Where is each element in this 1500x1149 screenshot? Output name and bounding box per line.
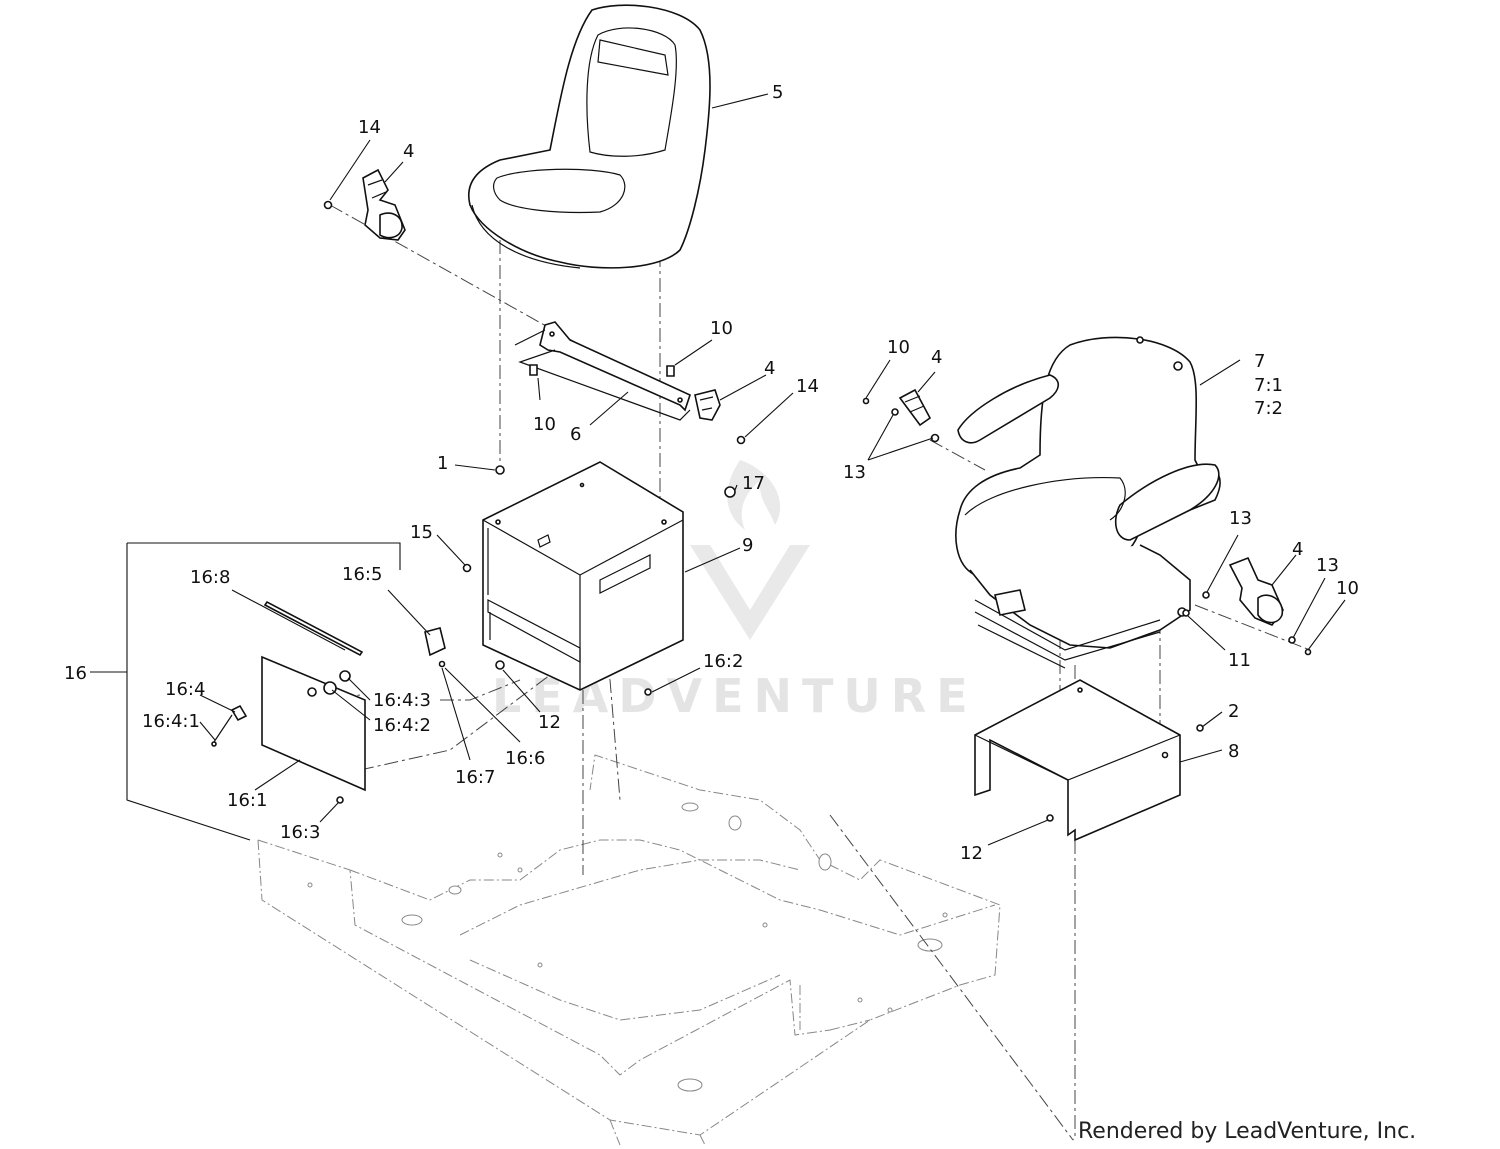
callout-6: 6 xyxy=(570,424,581,445)
callout-16-3: 16:3 xyxy=(280,822,320,843)
seat-belt-part-4-center[interactable] xyxy=(694,389,746,445)
callout-4-right-bottom: 4 xyxy=(1292,539,1303,560)
seat-belt-part-4-right-bottom[interactable] xyxy=(1182,556,1312,656)
callout-4-top-left: 4 xyxy=(403,141,414,162)
suspension-seat-part-7[interactable] xyxy=(955,336,1221,669)
seat-part-5[interactable] xyxy=(468,4,711,269)
callout-10-right-top: 10 xyxy=(887,337,910,358)
seat-belt-part-4-right-top[interactable] xyxy=(862,388,940,443)
seat-box-part-9[interactable] xyxy=(462,461,736,696)
callout-16-6: 16:6 xyxy=(505,748,545,769)
callout-9: 9 xyxy=(742,535,753,556)
callout-14-center: 14 xyxy=(796,376,819,397)
callout-2: 2 xyxy=(1228,701,1239,722)
callout-12-left: 12 xyxy=(538,712,561,733)
callout-17: 17 xyxy=(742,473,765,494)
seat-riser-part-8[interactable] xyxy=(974,679,1204,842)
callout-1: 1 xyxy=(437,453,448,474)
callout-7-2: 7:2 xyxy=(1254,398,1283,419)
callout-13-right-upper: 13 xyxy=(1229,508,1252,529)
callout-labels: 5 14 4 10 10 6 4 14 1 17 15 9 16:8 16:5 … xyxy=(64,82,1359,864)
callout-7: 7 xyxy=(1254,351,1265,372)
callout-15: 15 xyxy=(410,522,433,543)
callout-7-1: 7:1 xyxy=(1254,375,1283,396)
callout-16: 16 xyxy=(64,663,87,684)
callout-13-left: 13 xyxy=(843,462,866,483)
callout-12-right: 12 xyxy=(960,843,983,864)
callout-leaders xyxy=(90,93,1346,846)
seat-bracket-part-6[interactable] xyxy=(514,321,691,421)
callout-4-center: 4 xyxy=(764,358,775,379)
mower-frame xyxy=(257,754,1001,1146)
leadventure-logo-icon xyxy=(690,460,810,640)
callout-16-4-1: 16:4:1 xyxy=(142,711,200,732)
callout-16-7: 16:7 xyxy=(455,767,495,788)
seat-belt-part-4-left[interactable] xyxy=(323,168,406,241)
callout-10-bracket-right: 10 xyxy=(710,318,733,339)
callout-5: 5 xyxy=(772,82,783,103)
callout-10-right-bottom: 10 xyxy=(1336,578,1359,599)
render-credit: Rendered by LeadVenture, Inc. xyxy=(1078,1119,1416,1144)
callout-16-1: 16:1 xyxy=(227,790,267,811)
callout-10-bracket-left: 10 xyxy=(533,414,556,435)
callout-16-5: 16:5 xyxy=(342,564,382,585)
callout-16-4-3: 16:4:3 xyxy=(373,690,431,711)
callout-16-2: 16:2 xyxy=(703,651,743,672)
callout-16-4-2: 16:4:2 xyxy=(373,715,431,736)
callout-11: 11 xyxy=(1228,650,1251,671)
callout-16-4: 16:4 xyxy=(165,679,205,700)
callout-8: 8 xyxy=(1228,741,1239,762)
callout-16-8: 16:8 xyxy=(190,567,230,588)
callout-14-top-left: 14 xyxy=(358,117,381,138)
callout-13-right-lower: 13 xyxy=(1316,555,1339,576)
callout-4-right-top: 4 xyxy=(931,347,942,368)
